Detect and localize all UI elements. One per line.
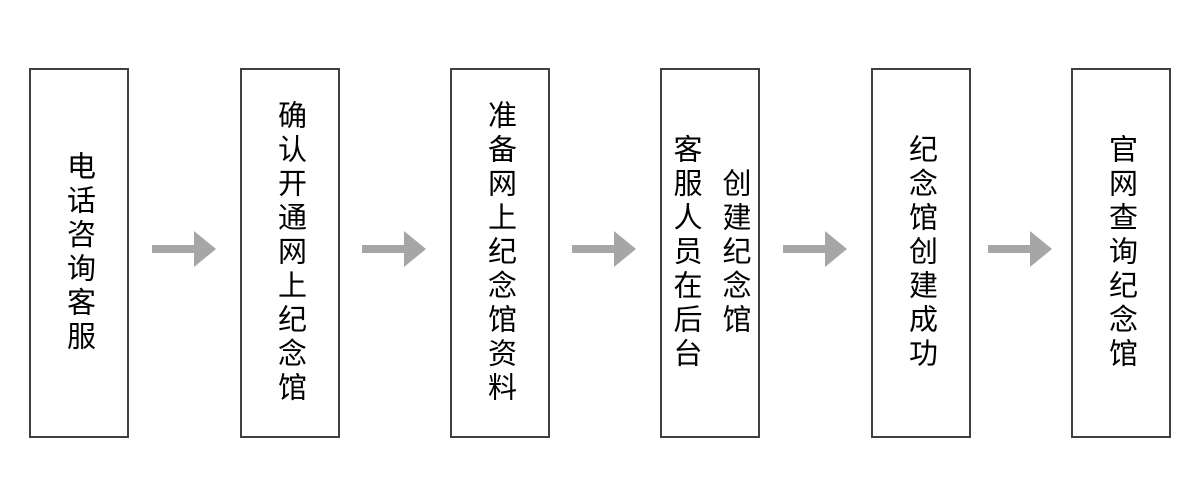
arrow-right-shape — [362, 231, 426, 267]
arrow-right-icon — [152, 231, 216, 267]
flow-step-4-box: 客服人员在后台 创建纪念馆 — [660, 68, 760, 438]
flow-step-6-box: 官网查询纪念馆 — [1071, 68, 1171, 438]
arrow-right-shape — [152, 231, 216, 267]
arrow-right-shape — [988, 231, 1052, 267]
flow-step-2-box: 确认开通网上纪念馆 — [240, 68, 340, 438]
arrow-right-icon — [572, 231, 636, 267]
arrow-right-shape — [783, 231, 847, 267]
flow-step-5-label: 纪念馆创建成功 — [904, 134, 939, 372]
flow-step-5-box: 纪念馆创建成功 — [871, 68, 971, 438]
flow-step-3-box: 准备网上纪念馆资料 — [450, 68, 550, 438]
arrow-right-shape — [572, 231, 636, 267]
flow-step-2-label: 确认开通网上纪念馆 — [273, 100, 308, 406]
flow-step-1-label: 电话咨询客服 — [62, 151, 97, 355]
arrow-right-icon — [362, 231, 426, 267]
flow-step-6-label: 官网查询纪念馆 — [1104, 134, 1139, 372]
flow-step-1-box: 电话咨询客服 — [29, 68, 129, 438]
arrow-right-icon — [783, 231, 847, 267]
arrow-right-icon — [988, 231, 1052, 267]
flow-step-4-label-col2: 创建纪念馆 — [718, 168, 752, 338]
flow-step-4-label-col1: 客服人员在后台 — [669, 134, 703, 372]
flow-step-3-label: 准备网上纪念馆资料 — [483, 100, 518, 406]
